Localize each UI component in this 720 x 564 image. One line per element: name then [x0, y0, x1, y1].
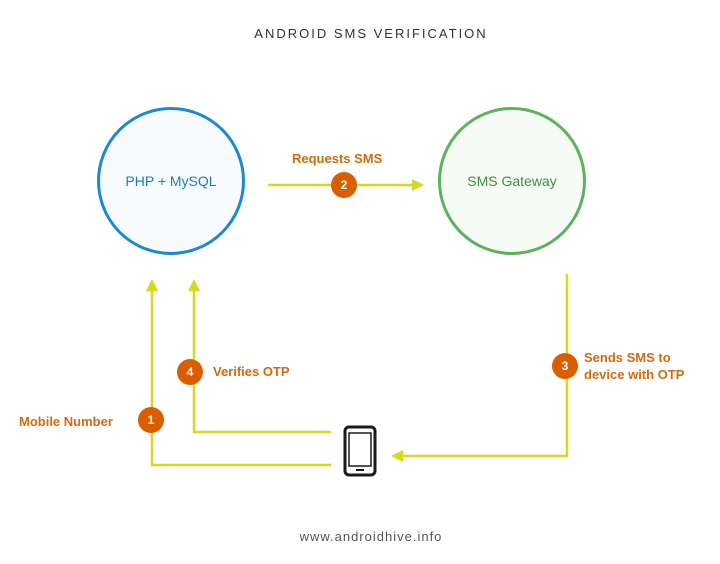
connector-mobile-number	[150, 290, 331, 467]
node-php-mysql-label: PHP + MySQL	[125, 173, 217, 189]
node-php-mysql: PHP + MySQL	[97, 107, 245, 255]
step-3-label-line1: Sends SMS to	[584, 350, 671, 365]
footer-url: www.androidhive.info	[299, 529, 443, 544]
node-sms-gateway: SMS Gateway	[438, 107, 586, 255]
arrowhead-mobile-number	[146, 279, 158, 291]
diagram-title: ANDROID SMS VERIFICATION	[254, 26, 488, 41]
step-3-label-line2: device with OTP	[584, 367, 685, 382]
step-3-label: Sends SMS to device with OTP	[584, 349, 684, 383]
connector-send-sms	[402, 274, 569, 458]
arrowhead-verify-otp	[188, 279, 200, 291]
arrowhead-send-sms	[391, 450, 403, 462]
step-4-badge: 4	[177, 359, 203, 385]
step-4-label: Verifies OTP	[213, 364, 290, 379]
step-2-label: Requests SMS	[292, 151, 383, 166]
step-1-label: Mobile Number	[19, 414, 113, 429]
step-3-badge: 3	[552, 353, 578, 379]
step-1-badge: 1	[138, 407, 164, 433]
arrowhead-request-sms	[412, 179, 424, 191]
step-2-badge: 2	[331, 172, 357, 198]
smartphone-icon	[343, 425, 377, 477]
node-sms-gateway-label: SMS Gateway	[467, 173, 557, 189]
connector-verify-otp	[192, 290, 331, 434]
